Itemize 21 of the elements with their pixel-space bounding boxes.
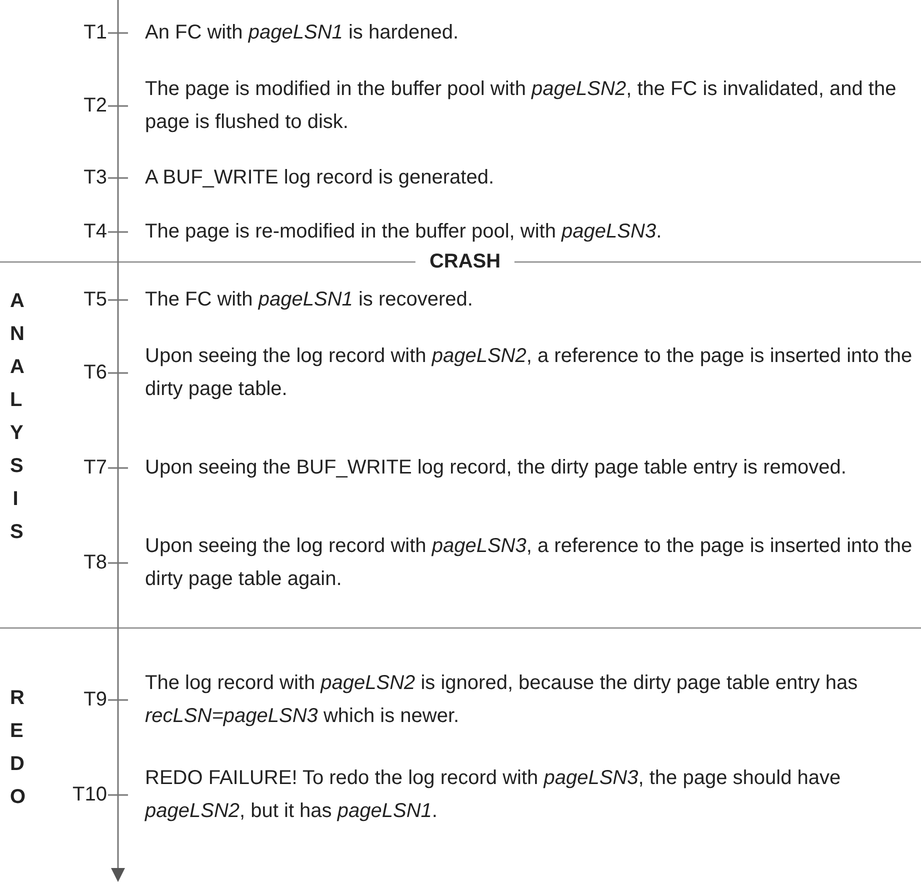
time-label: T3 xyxy=(84,166,107,190)
time-label: T10 xyxy=(72,784,107,806)
time-label: T4 xyxy=(84,220,107,244)
event-description: Upon seeing the log record with pageLSN3, a reference to the page is inserted into the dirty page table again. xyxy=(145,534,914,592)
event-description: The page is modified in the buffer pool with pageLSN2, the FC is invalidated, and the page is flushed to disk. xyxy=(145,77,898,135)
event-description: REDO FAILURE! To redo the log record with pageLSN3, the page should have pageLSN2, but it has pageLSN1. xyxy=(145,766,842,824)
time-label: T2 xyxy=(84,94,107,118)
event-description: An FC with pageLSN1 is hardened. xyxy=(145,20,460,46)
phase-label: ANALYSIS xyxy=(10,289,22,545)
event-description: The page is re-modified in the buffer pool, with pageLSN3. xyxy=(145,220,663,244)
event-description: A BUF_WRITE log record is generated. xyxy=(145,166,496,190)
time-label: T6 xyxy=(84,362,107,384)
event-description: Upon seeing the BUF_WRITE log record, the dirty page table entry is removed. xyxy=(145,456,848,480)
event-description: The log record with pageLSN2 is ignored, because the dirty page table entry has recLSN=pageLSN3 which is newer. xyxy=(145,671,859,729)
time-label: T1 xyxy=(84,22,107,44)
time-label: T9 xyxy=(84,688,107,712)
time-label: T5 xyxy=(84,288,107,312)
time-label: T8 xyxy=(84,552,107,574)
event-description: The FC with pageLSN1 is recovered. xyxy=(145,288,474,312)
time-label: T7 xyxy=(84,456,107,480)
event-description: Upon seeing the log record with pageLSN2, a reference to the page is inserted into the dirty page table. xyxy=(145,344,914,402)
